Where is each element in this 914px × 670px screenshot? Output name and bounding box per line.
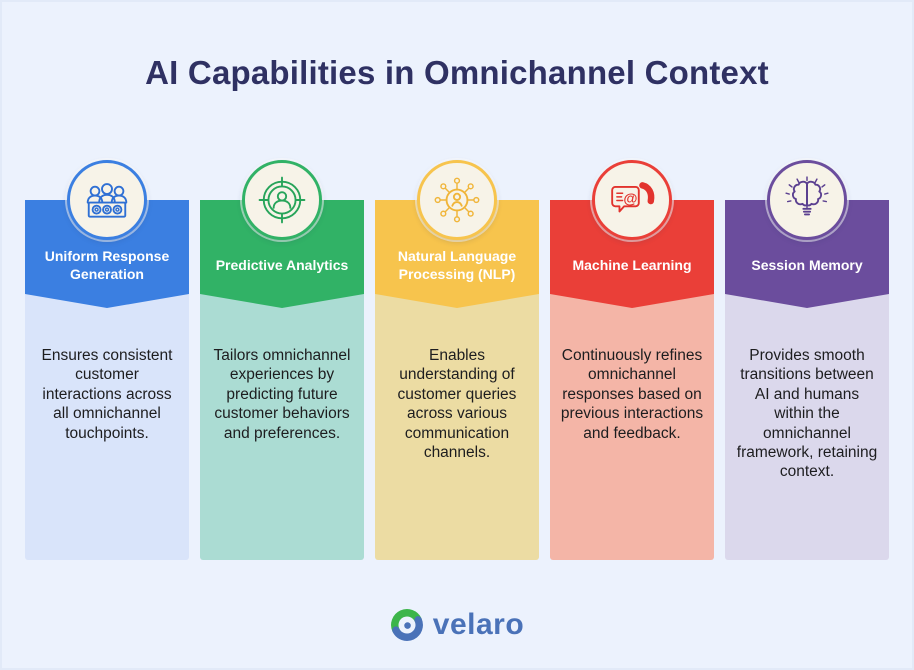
brain-bulb-icon (767, 160, 847, 240)
card-description-text: Enables understanding of customer querie… (397, 347, 517, 461)
team-panel-icon (67, 160, 147, 240)
svg-text:@: @ (623, 192, 637, 208)
chat-at-phone-icon: @ (592, 160, 672, 240)
footer: velaro (0, 608, 914, 642)
card-title-label: Session Memory (751, 256, 863, 273)
card-natural-language-processing: Natural Language Processing (NLP) Enable… (375, 160, 539, 560)
page-title: AI Capabilities in Omnichannel Context (145, 54, 769, 91)
card-predictive-analytics: Predictive Analytics Tailors omnichannel… (200, 160, 364, 560)
card-title: Machine Learning (550, 200, 714, 308)
card-title-label: Uniform Response Generation (44, 247, 170, 282)
card-description: Tailors omnichannel experiences by predi… (200, 294, 364, 560)
card-machine-learning: @ Machine Learning Continuously refines … (550, 160, 714, 560)
target-user-icon (242, 160, 322, 240)
card-description-text: Provides smooth transitions between AI a… (736, 347, 878, 481)
card-description: Provides smooth transitions between AI a… (725, 294, 889, 560)
card-title-label: Predictive Analytics (215, 256, 349, 273)
card-description-text: Tailors omnichannel experiences by predi… (213, 347, 351, 442)
card-description: Ensures consistent customer interactions… (25, 294, 189, 560)
brand-wordmark: velaro (432, 608, 525, 641)
card-description: Enables understanding of customer querie… (375, 294, 539, 560)
card-title-label: Natural Language Processing (NLP) (397, 247, 517, 282)
capability-cards: Uniform Response Generation Ensures cons… (25, 160, 889, 560)
card-session-memory: Session Memory Provides smooth transitio… (725, 160, 889, 560)
card-title-label: Machine Learning (572, 256, 692, 273)
network-user-icon (417, 160, 497, 240)
card-description-text: Ensures consistent customer interactions… (41, 347, 173, 442)
card-description-text: Continuously refines omnichannel respons… (560, 347, 704, 442)
card-uniform-response-generation: Uniform Response Generation Ensures cons… (25, 160, 189, 560)
card-description: Continuously refines omnichannel respons… (550, 294, 714, 560)
velaro-logo-icon (390, 609, 423, 641)
